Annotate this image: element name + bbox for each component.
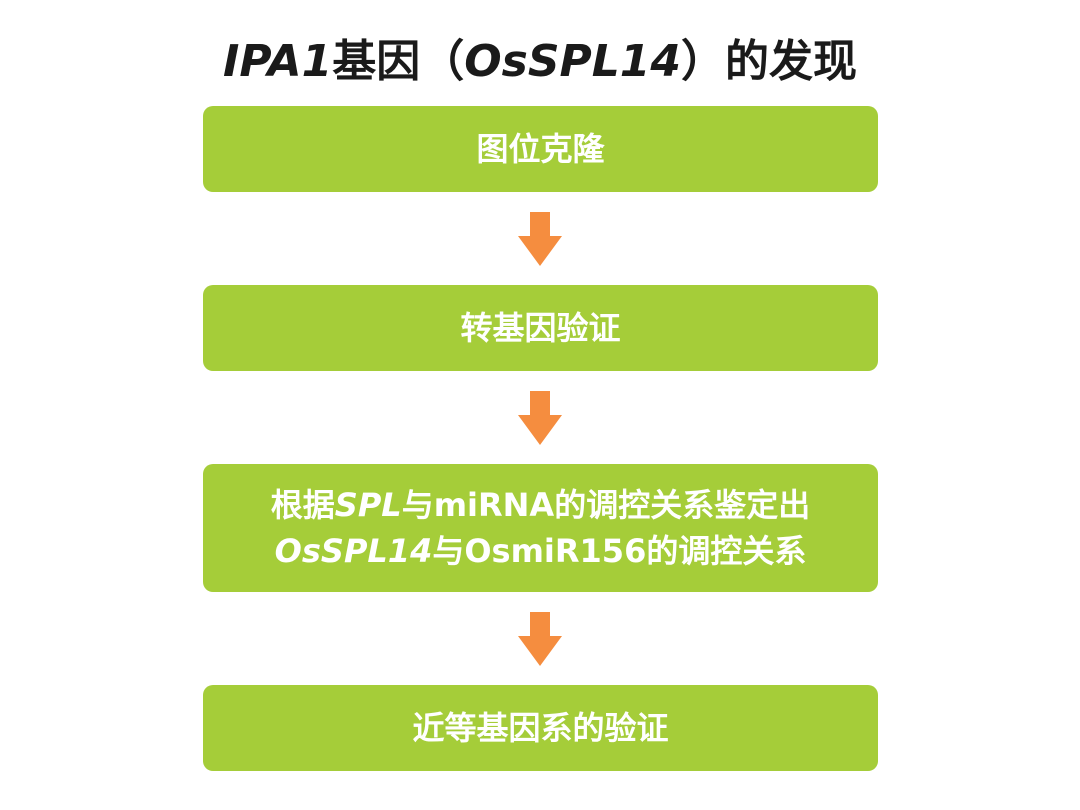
step-label: 转基因验证 [460, 309, 621, 347]
arrow-down-icon [518, 212, 562, 266]
step-box-transgenic-validation: 转基因验证 [203, 285, 878, 371]
diagram-title: IPA1基因（OsSPL14）的发现 [0, 30, 1080, 94]
gene-name: SPL [334, 486, 402, 524]
title-gene-alias: OsSPL14 [464, 36, 682, 87]
arrow-down-icon [518, 391, 562, 445]
step-label-line-2: OsSPL14与OsmiR156的调控关系 [275, 528, 807, 574]
step-label: 近等基因系的验证 [412, 709, 669, 747]
arrow-down-icon [518, 612, 562, 666]
step-label: 图位克隆 [476, 130, 605, 168]
text-segment: 与miRNA的调控关系鉴定出 [401, 486, 811, 524]
step-box-near-isogenic-validation: 近等基因系的验证 [203, 685, 878, 771]
step-box-map-based-cloning: 图位克隆 [203, 106, 878, 192]
title-text-1: 基因（ [332, 36, 465, 87]
step-box-mirna-regulation: 根据SPL与miRNA的调控关系鉴定出 OsSPL14与OsmiR156的调控关… [203, 464, 878, 592]
step-label-line-1: 根据SPL与miRNA的调控关系鉴定出 [271, 482, 810, 528]
text-segment: 根据 [270, 486, 335, 524]
text-segment: 与OsmiR156的调控关系 [432, 532, 807, 570]
gene-name: OsSPL14 [274, 532, 433, 570]
title-text-2: ）的发现 [681, 36, 858, 87]
title-gene-name: IPA1 [222, 36, 333, 87]
